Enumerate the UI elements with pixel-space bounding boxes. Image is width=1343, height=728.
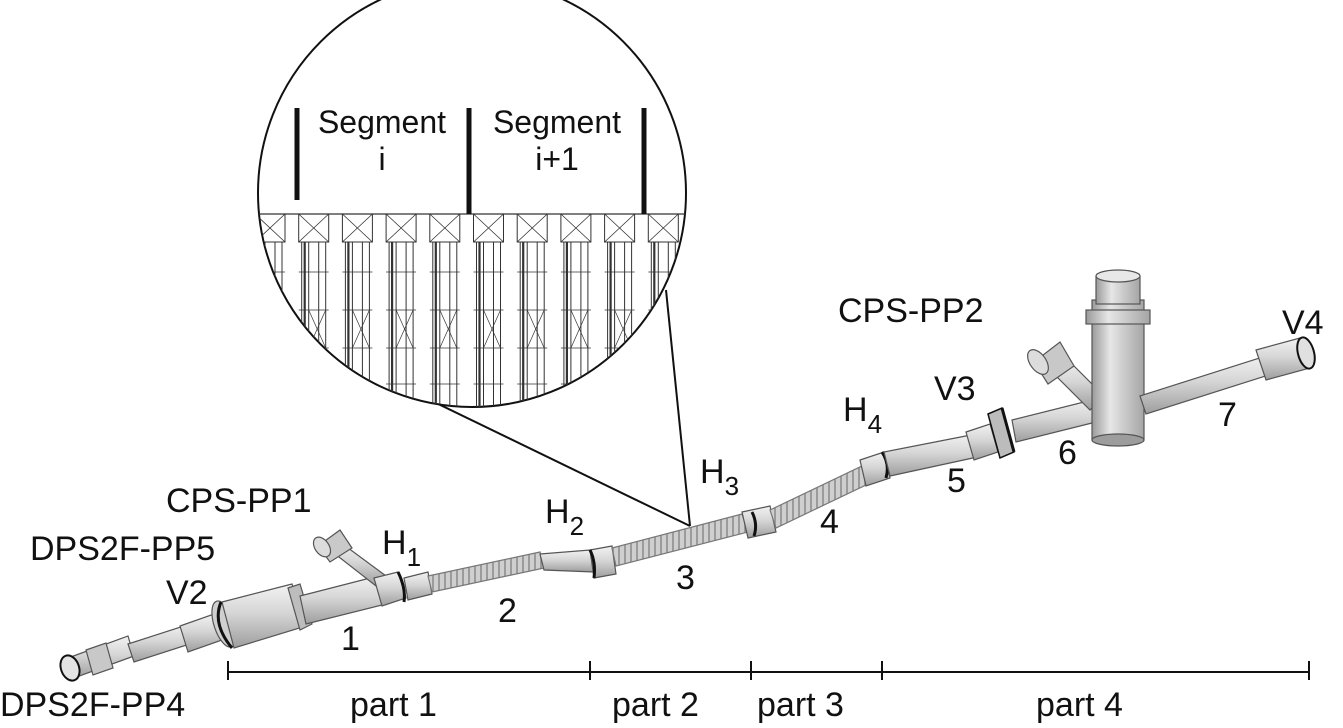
lattice-diagonal xyxy=(429,213,461,243)
h3-marker xyxy=(750,511,758,537)
h1-flange-body xyxy=(373,571,407,607)
segment-i1-label: Segment i+1 xyxy=(478,104,636,178)
h4-base: H xyxy=(843,391,868,429)
h4-label: H4 xyxy=(843,391,882,437)
dps2f-pp4-label: DPS2F-PP4 xyxy=(0,686,186,724)
v3-label: V3 xyxy=(934,370,976,408)
segment-i-label: Segment i xyxy=(306,104,458,178)
taper-to-h2 xyxy=(539,549,595,573)
h2-base: H xyxy=(545,493,570,531)
lattice-brace xyxy=(614,309,632,349)
cps-pp1-port xyxy=(312,529,387,587)
segment-i1-line1: Segment xyxy=(492,104,622,140)
lattice-box xyxy=(692,214,722,242)
lattice-brace xyxy=(264,309,283,349)
lattice-diagonal xyxy=(692,214,722,242)
lattice-diagonal xyxy=(342,213,373,243)
lattice-diagonal xyxy=(648,213,679,243)
pipe-section-5 xyxy=(883,433,983,477)
section-number-3: 3 xyxy=(676,559,695,597)
section-number-1: 1 xyxy=(341,620,360,658)
segment-dividers xyxy=(294,108,647,214)
part-axis xyxy=(227,661,1310,680)
bellows-section-4 xyxy=(769,465,869,529)
lattice-brace xyxy=(264,309,283,349)
part-4-label: part 4 xyxy=(1036,686,1123,724)
cps-pp1-label: CPS-PP1 xyxy=(166,482,312,520)
segment-i1-line2: i+1 xyxy=(535,140,579,177)
lattice-diagonal xyxy=(692,214,722,242)
lattice-brace xyxy=(439,309,458,349)
inset-circle xyxy=(257,0,687,408)
beamline xyxy=(59,269,1316,682)
h1-base: H xyxy=(382,524,407,562)
cps-pp2-port xyxy=(1027,341,1105,411)
part-1-label: part 1 xyxy=(350,686,437,724)
h4-sub: 4 xyxy=(867,409,883,439)
lattice-brace xyxy=(702,310,719,348)
v2-valve-body xyxy=(211,583,313,649)
section-number-7: 7 xyxy=(1218,396,1237,434)
dps2f-pp4-port xyxy=(59,635,135,682)
h1-collar xyxy=(403,571,433,601)
bellows-section-2 xyxy=(427,551,545,593)
lattice-brace xyxy=(702,310,719,348)
dps2f-pp5-label: DPS2F-PP5 xyxy=(30,530,216,568)
v2-label: V2 xyxy=(166,574,208,612)
h2-flange-body xyxy=(589,545,617,579)
h3-label: H3 xyxy=(700,453,739,499)
v3-valve-plate xyxy=(987,406,1016,460)
lattice-diagonal xyxy=(473,213,504,243)
h3-flange-body xyxy=(741,505,777,539)
h1-label: H1 xyxy=(382,524,421,570)
lattice-brace xyxy=(657,309,676,349)
section-number-4: 4 xyxy=(820,503,839,541)
cps-pp2-cross xyxy=(1085,269,1151,447)
lattice-diagonal xyxy=(604,213,635,243)
section-number-6: 6 xyxy=(1058,434,1077,472)
v4-label: V4 xyxy=(1282,304,1324,342)
lattice-brace xyxy=(657,309,676,349)
section-number-5: 5 xyxy=(947,462,966,500)
lattice-diagonal xyxy=(298,213,329,243)
lattice-brace xyxy=(570,309,589,349)
h2-sub: 2 xyxy=(569,511,585,541)
inset-pointer-right xyxy=(665,289,691,527)
lattice-diagonal xyxy=(560,213,592,243)
v4-port xyxy=(1255,336,1316,381)
inset-magnifier xyxy=(257,0,722,527)
segment-i-line2: i xyxy=(378,140,386,177)
h1-marker xyxy=(396,571,406,603)
lattice-brace xyxy=(526,309,545,349)
section-number-2: 2 xyxy=(498,592,517,630)
h1-sub: 1 xyxy=(406,542,422,572)
lattice-brace xyxy=(483,309,501,349)
part-3-label: part 3 xyxy=(757,686,844,724)
h2-label: H2 xyxy=(545,493,584,539)
h3-sub: 3 xyxy=(724,471,740,501)
segment-i-line1: Segment xyxy=(317,104,447,140)
lattice-brace xyxy=(395,309,414,349)
h2-marker xyxy=(588,549,596,579)
cps-pp2-label: CPS-PP2 xyxy=(838,292,984,330)
lattice-diagonal xyxy=(385,213,417,243)
h4-flange-body xyxy=(859,451,891,487)
lattice-diagonal xyxy=(516,213,548,243)
h3-base: H xyxy=(700,453,725,491)
pipe-section-7 xyxy=(1139,353,1279,415)
part-2-label: part 2 xyxy=(612,686,699,724)
lattice-brace xyxy=(352,309,370,349)
